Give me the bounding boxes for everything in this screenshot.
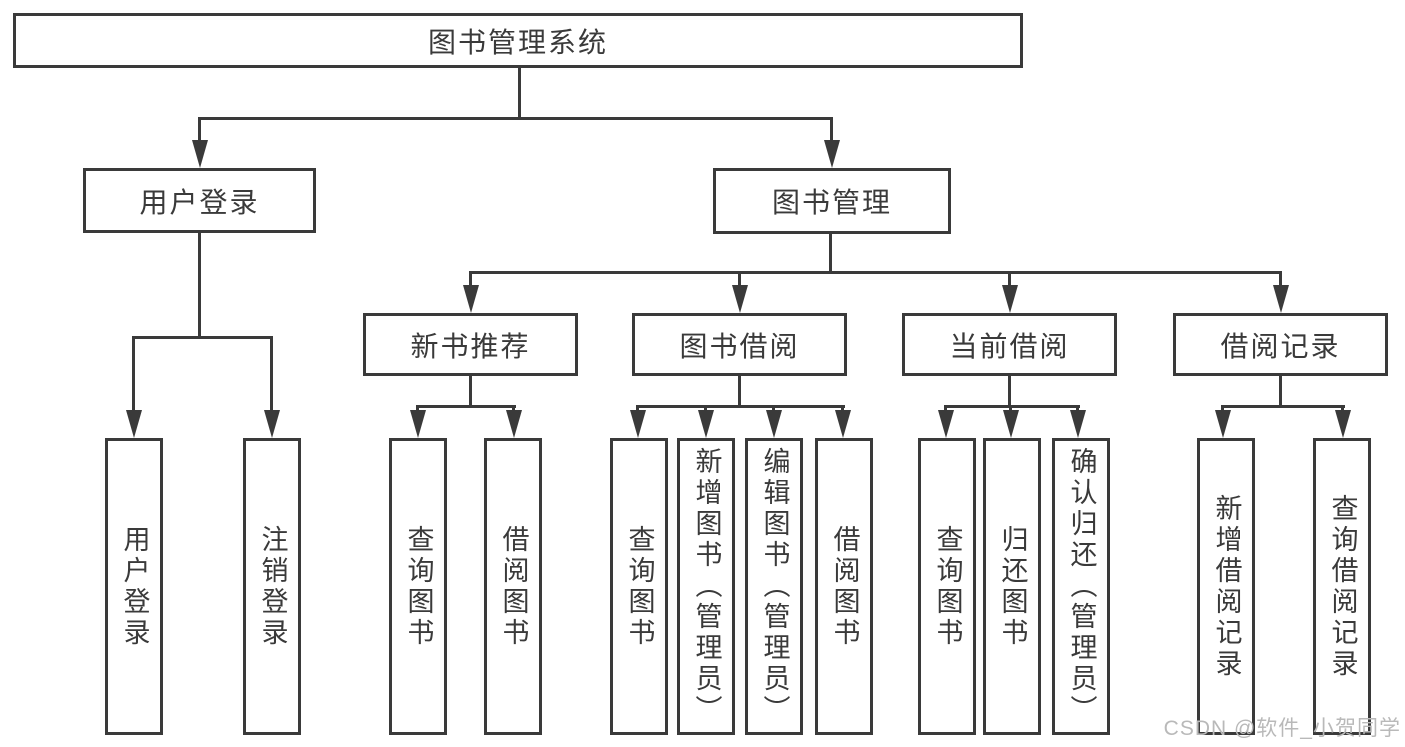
- connector-line: [738, 376, 741, 408]
- leaf-label: 查询图书: [624, 524, 655, 649]
- arrow-down-icon: [938, 410, 954, 438]
- arrow-down-icon: [630, 410, 646, 438]
- leaf-logout: 注销登录: [243, 438, 301, 735]
- watermark: CSDN @软件_小贺同学: [1163, 717, 1401, 740]
- node-borrowing-records: 借阅记录: [1173, 313, 1388, 376]
- leaf-borrow-books-recommend: 借阅图书: [484, 438, 542, 735]
- connector-line: [469, 271, 472, 288]
- leaf-return-books: 归还图书: [983, 438, 1041, 735]
- node-root: 图书管理系统: [13, 13, 1023, 68]
- connector-line: [830, 117, 833, 143]
- leaf-edit-book-admin: 编辑图书（管理员）: [745, 438, 803, 735]
- connector-line: [704, 405, 707, 413]
- connector-line: [416, 405, 516, 408]
- leaf-add-borrow-record: 新增借阅记录: [1197, 438, 1255, 735]
- connector-line: [1279, 375, 1282, 408]
- connector-line: [772, 405, 775, 413]
- arrow-down-icon: [1070, 410, 1086, 438]
- arrow-down-icon: [1002, 285, 1018, 313]
- leaf-query-books-borrowing: 查询图书: [610, 438, 668, 735]
- connector-line: [738, 271, 741, 288]
- leaf-label: 查询借阅记录: [1327, 493, 1358, 680]
- arrow-down-icon: [766, 410, 782, 438]
- connector-line: [132, 336, 135, 412]
- connector-line: [636, 405, 639, 413]
- leaf-label: 编辑图书（管理员）: [759, 447, 790, 726]
- arrow-down-icon: [264, 410, 280, 438]
- node-book-management: 图书管理: [713, 168, 951, 234]
- leaf-query-borrow-record: 查询借阅记录: [1313, 438, 1371, 735]
- arrow-down-icon: [835, 410, 851, 438]
- leaf-label: 确认归还（管理员）: [1066, 447, 1097, 726]
- connector-line: [1341, 405, 1344, 413]
- arrow-down-icon: [192, 140, 208, 168]
- connector-line: [1279, 271, 1282, 288]
- arrow-down-icon: [126, 410, 142, 438]
- leaf-borrow-books-borrowing: 借阅图书: [815, 438, 873, 735]
- connector-line: [829, 234, 832, 274]
- connector-line: [1008, 376, 1011, 408]
- connector-line: [512, 405, 515, 413]
- leaf-label: 查询图书: [932, 524, 963, 649]
- leaf-user-login: 用户登录: [105, 438, 163, 735]
- leaf-label: 查询图书: [403, 524, 434, 649]
- connector-line: [416, 405, 419, 413]
- connector-line: [1009, 405, 1012, 413]
- leaf-label: 注销登录: [257, 524, 288, 649]
- node-new-book-recommend: 新书推荐: [363, 313, 578, 376]
- connector-line: [198, 233, 201, 339]
- arrow-down-icon: [506, 410, 522, 438]
- connector-line: [944, 405, 1080, 408]
- leaf-label: 新增图书（管理员）: [691, 447, 722, 726]
- connector-line: [944, 405, 947, 413]
- node-current-borrowing: 当前借阅: [902, 313, 1117, 376]
- connector-line: [1221, 405, 1224, 413]
- arrow-down-icon: [1215, 410, 1231, 438]
- leaf-query-books-current: 查询图书: [918, 438, 976, 735]
- leaf-label: 借阅图书: [829, 524, 860, 649]
- connector-line: [469, 271, 1282, 274]
- connector-line: [198, 117, 201, 143]
- node-book-borrowing: 图书借阅: [632, 313, 847, 376]
- connector-line: [1221, 405, 1345, 408]
- leaf-add-book-admin: 新增图书（管理员）: [677, 438, 735, 735]
- connector-line: [1008, 271, 1011, 288]
- arrow-down-icon: [410, 410, 426, 438]
- connector-line: [636, 405, 845, 408]
- connector-line: [198, 117, 833, 120]
- connector-line: [132, 336, 273, 339]
- arrow-down-icon: [732, 285, 748, 313]
- connector-line: [270, 336, 273, 412]
- leaf-query-books-recommend: 查询图书: [389, 438, 447, 735]
- arrow-down-icon: [1273, 285, 1289, 313]
- arrow-down-icon: [1335, 410, 1351, 438]
- connector-line: [469, 376, 472, 408]
- arrow-down-icon: [1003, 410, 1019, 438]
- arrow-down-icon: [824, 140, 840, 168]
- connector-line: [841, 405, 844, 413]
- arrow-down-icon: [463, 285, 479, 313]
- connector-line: [518, 68, 521, 120]
- node-user-login: 用户登录: [83, 168, 316, 233]
- arrow-down-icon: [698, 410, 714, 438]
- leaf-label: 新增借阅记录: [1211, 493, 1242, 680]
- connector-line: [1076, 405, 1079, 413]
- leaf-label: 归还图书: [997, 524, 1028, 649]
- leaf-label: 借阅图书: [498, 524, 529, 649]
- leaf-confirm-return-admin: 确认归还（管理员）: [1052, 438, 1110, 735]
- leaf-label: 用户登录: [119, 524, 150, 649]
